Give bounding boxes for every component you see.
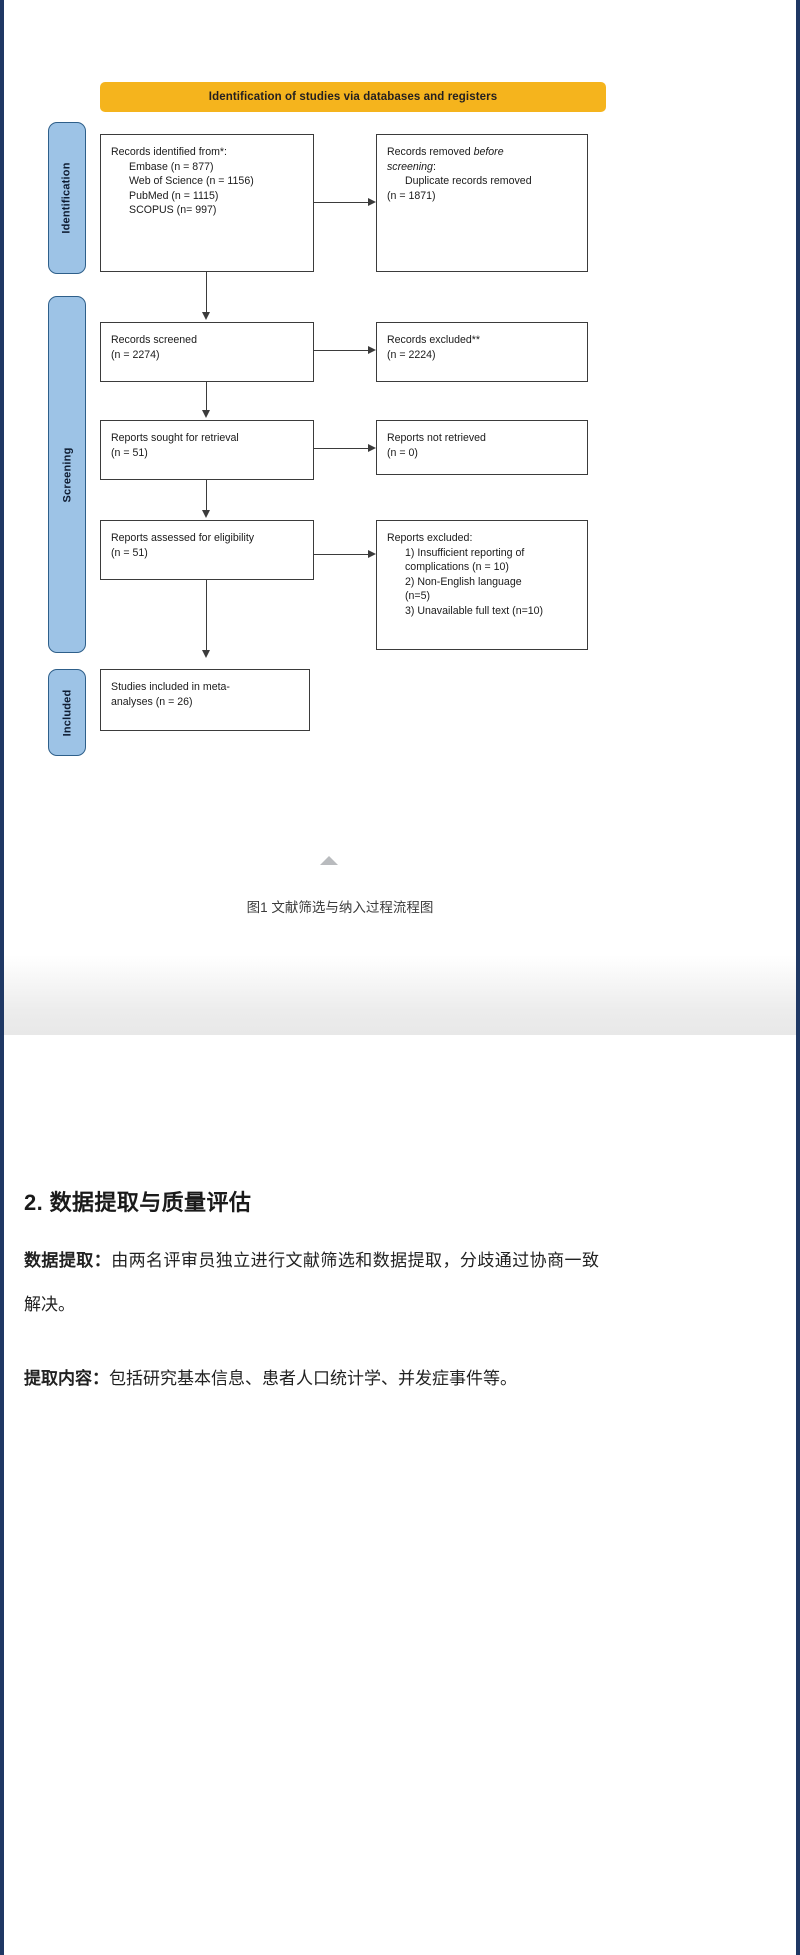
arrowhead-sought-to-assessed (202, 510, 210, 518)
box-records-excluded: Records excluded** (n = 2224) (376, 322, 588, 382)
arrowhead-assessed-to-repexcluded (368, 550, 376, 558)
box-records-removed: Records removed before screening: Duplic… (376, 134, 588, 272)
reports-excluded-item-4: 3) Unavailable full text (n=10) (405, 604, 544, 617)
paragraph-data-extraction-text: 由两名评审员独立进行文献筛选和数据提取，分歧通过协商一致解决。 (24, 1251, 599, 1314)
records-removed-screening-em: screening (387, 160, 433, 173)
collapse-caret-icon[interactable] (320, 856, 338, 865)
records-removed-colon: : (432, 160, 436, 173)
stage-label-included-text: Included (61, 689, 74, 736)
reports-assessed-count: (n = 51) (111, 546, 148, 559)
stage-label-included: Included (48, 669, 86, 756)
stage-label-screening: Screening (48, 296, 86, 653)
reports-excluded-item-1: complications (n = 10) (405, 561, 509, 574)
connector-identified-to-screened (206, 272, 208, 314)
records-screened-count: (n = 2274) (111, 348, 160, 361)
reports-not-retrieved-title: Reports not retrieved (387, 432, 486, 444)
box-records-identified: Records identified from*: Embase (n = 87… (100, 134, 314, 272)
box-records-screened: Records screened (n = 2274) (100, 322, 314, 382)
box-reports-excluded-reasons: Reports excluded: 1) Insufficient report… (376, 520, 588, 650)
records-screened-title: Records screened (111, 334, 197, 346)
records-excluded-count: (n = 2224) (387, 348, 436, 361)
box-reports-sought: Reports sought for retrieval (n = 51) (100, 420, 314, 480)
reports-sought-title: Reports sought for retrieval (111, 432, 239, 444)
box-reports-not-retrieved: Reports not retrieved (n = 0) (376, 420, 588, 475)
arrowhead-assessed-to-included (202, 650, 210, 658)
connector-screened-to-sought (206, 382, 208, 412)
records-excluded-title: Records excluded** (387, 334, 481, 346)
paragraph-extracted-content-label: 提取内容： (24, 1369, 109, 1388)
studies-included-line1: Studies included in meta- (111, 681, 230, 693)
connector-assessed-to-repexcluded (314, 554, 368, 556)
reports-assessed-title: Reports assessed for eligibility (111, 532, 255, 544)
records-removed-item-0: Duplicate records removed (405, 175, 532, 188)
reports-excluded-item-2: 2) Non-English language (405, 575, 522, 588)
records-identified-item-2: PubMed (n = 1115) (129, 189, 219, 202)
connector-sought-to-assessed (206, 480, 208, 512)
stage-label-screening-text: Screening (61, 447, 73, 502)
stage-label-identification: Identification (48, 122, 86, 274)
section-divider-band (4, 955, 796, 1035)
records-removed-count: (n = 1871) (387, 189, 436, 202)
paragraph-data-extraction-label: 数据提取： (24, 1251, 112, 1270)
reports-sought-count: (n = 51) (111, 446, 148, 459)
connector-assessed-to-included (206, 580, 208, 652)
records-removed-line1: Records removed before (387, 145, 577, 160)
arrowhead-screened-to-sought (202, 410, 210, 418)
paragraph-data-extraction: 数据提取：由两名评审员独立进行文献筛选和数据提取，分歧通过协商一致解决。 (24, 1239, 599, 1327)
stage-label-identification-text: Identification (61, 162, 73, 234)
article-body: 2. 数据提取与质量评估 数据提取：由两名评审员独立进行文献筛选和数据提取，分歧… (24, 1185, 599, 1431)
arrowhead-identified-to-removed (368, 198, 376, 206)
records-removed-line2: screening: (387, 160, 577, 175)
page-right-rail (796, 0, 800, 1955)
paragraph-extracted-content-text: 包括研究基本信息、患者人口统计学、并发症事件等。 (109, 1369, 517, 1388)
reports-not-retrieved-count: (n = 0) (387, 446, 418, 459)
records-identified-title: Records identified from*: (111, 146, 227, 158)
reports-excluded-item-0: 1) Insufficient reporting of (405, 546, 525, 559)
arrowhead-sought-to-notretrieved (368, 444, 376, 452)
page-left-rail (0, 0, 4, 1955)
arrowhead-identified-to-screened (202, 312, 210, 320)
figure-caption: 图1 文献筛选与纳入过程流程图 (246, 900, 434, 915)
connector-screened-to-excluded (314, 350, 368, 352)
arrowhead-screened-to-excluded (368, 346, 376, 354)
records-removed-line1-text: Records removed (387, 146, 474, 158)
connector-sought-to-notretrieved (314, 448, 368, 450)
studies-included-line2: analyses (n = 26) (111, 695, 193, 708)
section-heading: 2. 数据提取与质量评估 (24, 1190, 252, 1215)
reports-excluded-title: Reports excluded: (387, 532, 473, 544)
records-identified-item-1: Web of Science (n = 1156) (129, 175, 254, 188)
prisma-flow-diagram: Identification of studies via databases … (24, 16, 632, 1076)
records-identified-item-0: Embase (n = 877) (129, 160, 214, 173)
box-studies-included: Studies included in meta- analyses (n = … (100, 669, 310, 731)
records-removed-before-em: before (473, 146, 504, 158)
connector-identified-to-removed (314, 202, 368, 204)
records-identified-item-3: SCOPUS (n= 997) (129, 204, 217, 217)
diagram-banner-title: Identification of studies via databases … (100, 82, 606, 112)
box-reports-assessed: Reports assessed for eligibility (n = 51… (100, 520, 314, 580)
paragraph-extracted-content: 提取内容：包括研究基本信息、患者人口统计学、并发症事件等。 (24, 1357, 599, 1401)
reports-excluded-item-3: (n=5) (405, 590, 431, 603)
